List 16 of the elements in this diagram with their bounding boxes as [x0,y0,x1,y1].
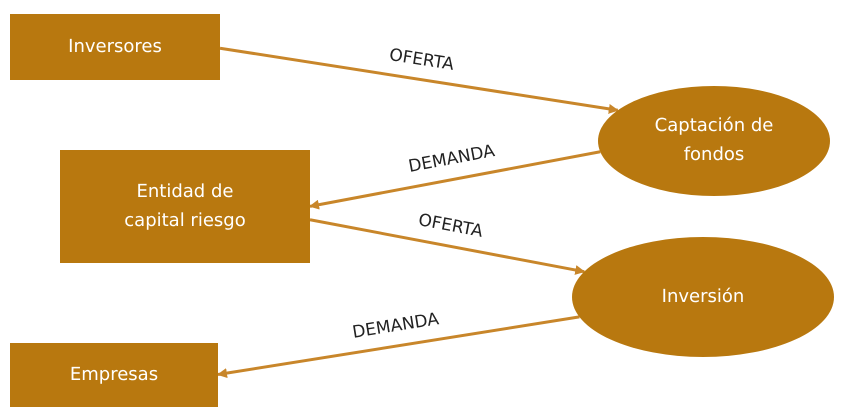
arrow [309,150,601,210]
arrow [220,46,619,114]
process-box [10,14,220,80]
process-box [10,343,218,407]
arrow [310,218,586,275]
node-label: Captación de fondos [654,114,774,167]
edge-label: DEMANDA [351,309,440,343]
node-label: Inversores [68,34,162,59]
process-box [60,150,310,263]
edge-label: OFERTA [417,210,485,242]
node-label: Inversión [662,284,744,309]
edge-label: OFERTA [388,44,456,74]
node-label: Entidad de capital riesgo [123,180,247,232]
arrow [217,315,580,378]
node-label: Empresas [70,362,158,387]
edge-label: DEMANDA [406,142,496,178]
